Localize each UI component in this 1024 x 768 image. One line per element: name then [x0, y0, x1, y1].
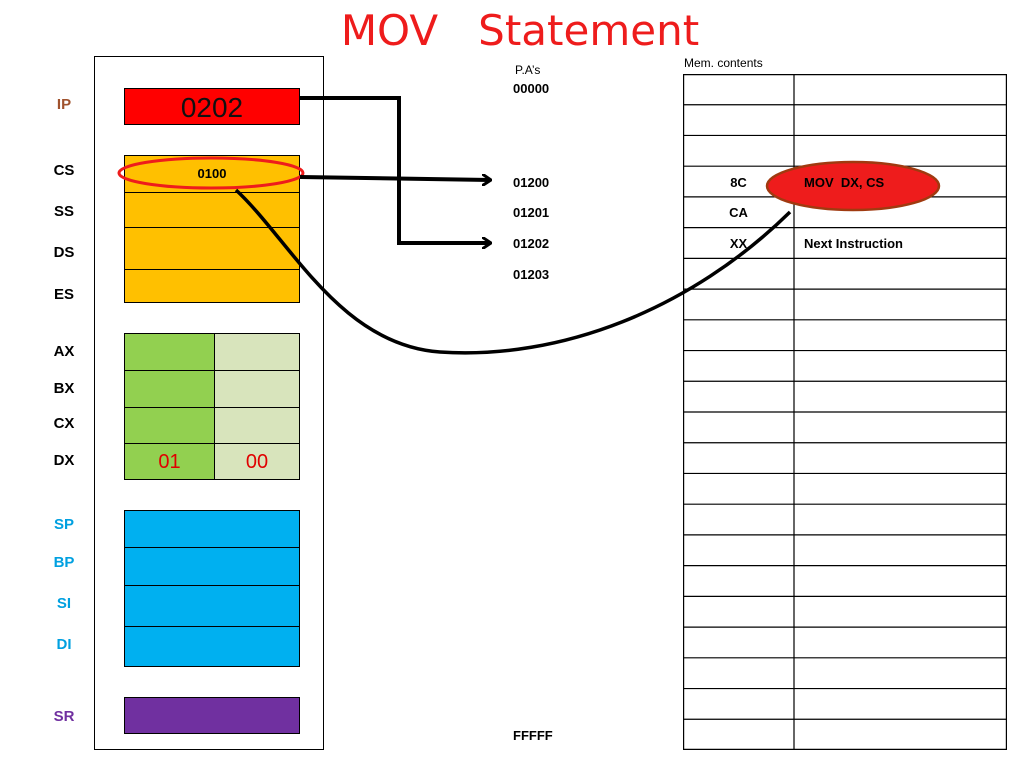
di-label: DI: [56, 636, 72, 653]
dx-label: DX: [53, 452, 75, 469]
memory-table: [683, 74, 1007, 750]
ip-label: IP: [56, 96, 72, 113]
bx-label: BX: [53, 380, 75, 397]
cl-register: [214, 407, 300, 444]
ip-arrow: [300, 96, 490, 243]
dh-register: 01: [124, 443, 215, 480]
memory-byte: 8C: [730, 175, 747, 190]
memory-byte: CA: [729, 205, 748, 220]
instruction-highlight: [765, 160, 941, 212]
cs-arrow: [299, 177, 490, 180]
sr-register: [124, 697, 300, 734]
cs-to-instruction-curve: [234, 188, 792, 355]
bp-label: BP: [53, 554, 75, 571]
ds-label: DS: [53, 244, 75, 261]
sr-label: SR: [53, 708, 75, 725]
sp-label: SP: [53, 516, 74, 533]
address-label: 01202: [513, 236, 550, 251]
ax-label: AX: [53, 343, 75, 360]
address-first: 00000: [513, 81, 550, 96]
next-instruction-text: Next Instruction: [804, 236, 903, 251]
ip-register: 0202: [124, 88, 300, 125]
ss-label: SS: [53, 203, 74, 220]
pa-header: P.A’s: [515, 63, 541, 77]
address-label: 01203: [513, 267, 550, 282]
cs-label: CS: [53, 162, 75, 179]
cs-highlight: [117, 156, 305, 190]
instruction-text: MOV DX, CS: [804, 175, 885, 190]
cs-value: 0100: [197, 166, 227, 181]
ds-register: [124, 227, 300, 270]
ss-register: [124, 192, 300, 228]
es-register: [124, 269, 300, 303]
page-title: MOV Statement: [340, 6, 700, 55]
ch-register: [124, 407, 215, 444]
sp-register: [124, 510, 300, 548]
memory-contents-header: Mem. contents: [684, 56, 763, 70]
memory-byte: XX: [729, 236, 748, 251]
register-panel: [94, 56, 324, 750]
address-label: 01201: [513, 205, 550, 220]
es-label: ES: [53, 286, 74, 303]
dl-register: 00: [214, 443, 300, 480]
cx-label: CX: [53, 415, 75, 432]
address-last: FFFFF: [513, 728, 553, 743]
address-label: 01200: [513, 175, 550, 190]
si-register: [124, 585, 300, 627]
di-register: [124, 626, 300, 667]
si-label: SI: [56, 595, 72, 612]
